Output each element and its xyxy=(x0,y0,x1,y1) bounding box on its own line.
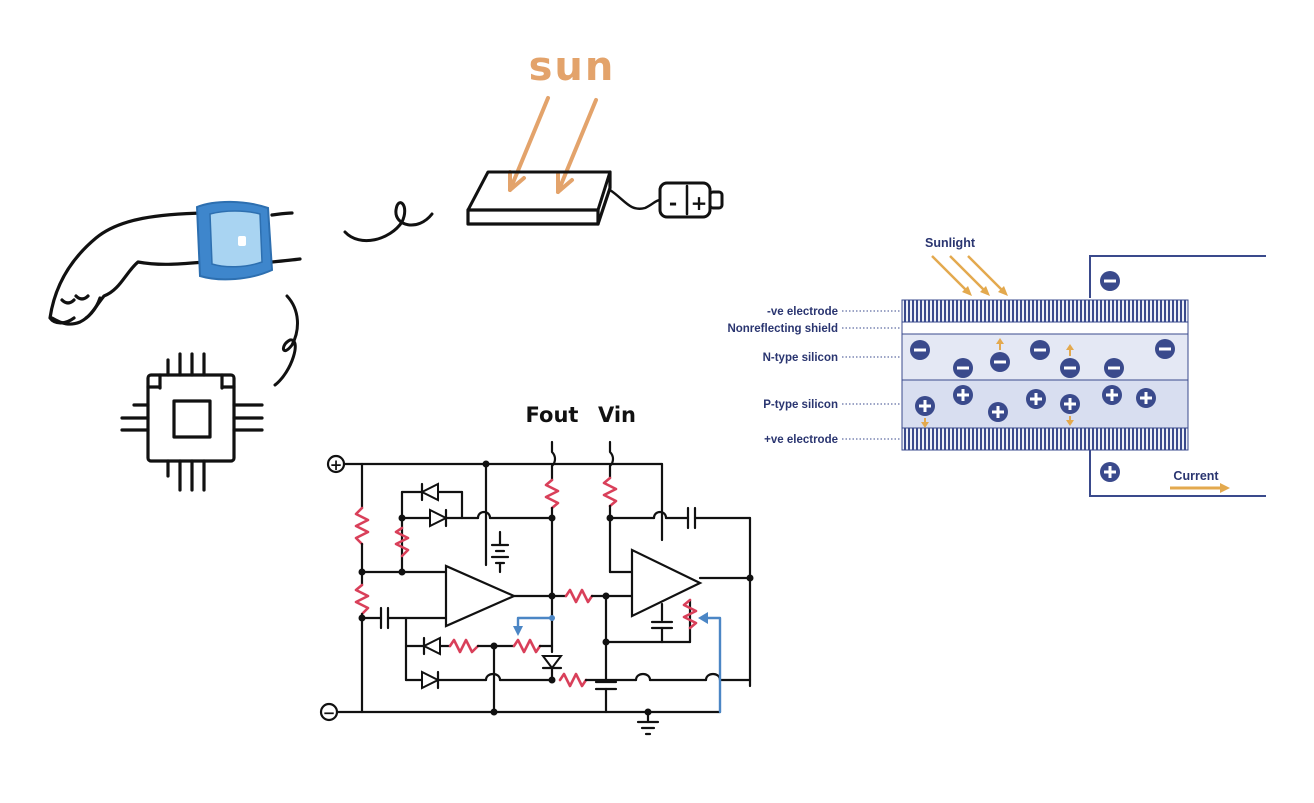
layer-label-p-type: P-type silicon xyxy=(763,399,838,411)
sun-label: sun xyxy=(529,44,616,90)
circuit-schematic: Fout Vin + − xyxy=(319,403,754,736)
layer-label-pos-electrode: +ve electrode xyxy=(764,434,838,446)
current-label: Current xyxy=(1173,469,1219,483)
solar-panel-icon xyxy=(466,170,662,226)
hand-icon xyxy=(48,211,302,326)
solar-cell-diagram: Sunlight -ve electrode xyxy=(727,236,1266,497)
minus-terminal: − xyxy=(323,704,336,722)
electron-icons xyxy=(910,339,1175,378)
battery-icon: - + xyxy=(658,181,724,219)
connector-squiggle-right xyxy=(343,201,434,243)
sunlight-arrows-icon xyxy=(931,255,1008,296)
battery-minus-symbol: - xyxy=(669,191,677,215)
sun-rays-icon xyxy=(508,96,598,194)
wristband-icon xyxy=(195,200,274,281)
microchip-icon xyxy=(120,352,264,492)
layer-label-neg-electrode: -ve electrode xyxy=(767,306,838,318)
layer-label-shield: Nonreflecting shield xyxy=(727,323,838,335)
carrier-arrows-icon xyxy=(921,338,1074,428)
battery-plus-symbol: + xyxy=(691,191,708,215)
hole-icons xyxy=(915,385,1156,422)
vin-label: Vin xyxy=(598,403,636,427)
plus-terminal: + xyxy=(330,456,343,474)
fout-label: Fout xyxy=(526,403,579,427)
connector-squiggle-down xyxy=(273,294,299,387)
sunlight-label: Sunlight xyxy=(925,236,976,250)
layer-label-n-type: N-type silicon xyxy=(763,352,838,364)
